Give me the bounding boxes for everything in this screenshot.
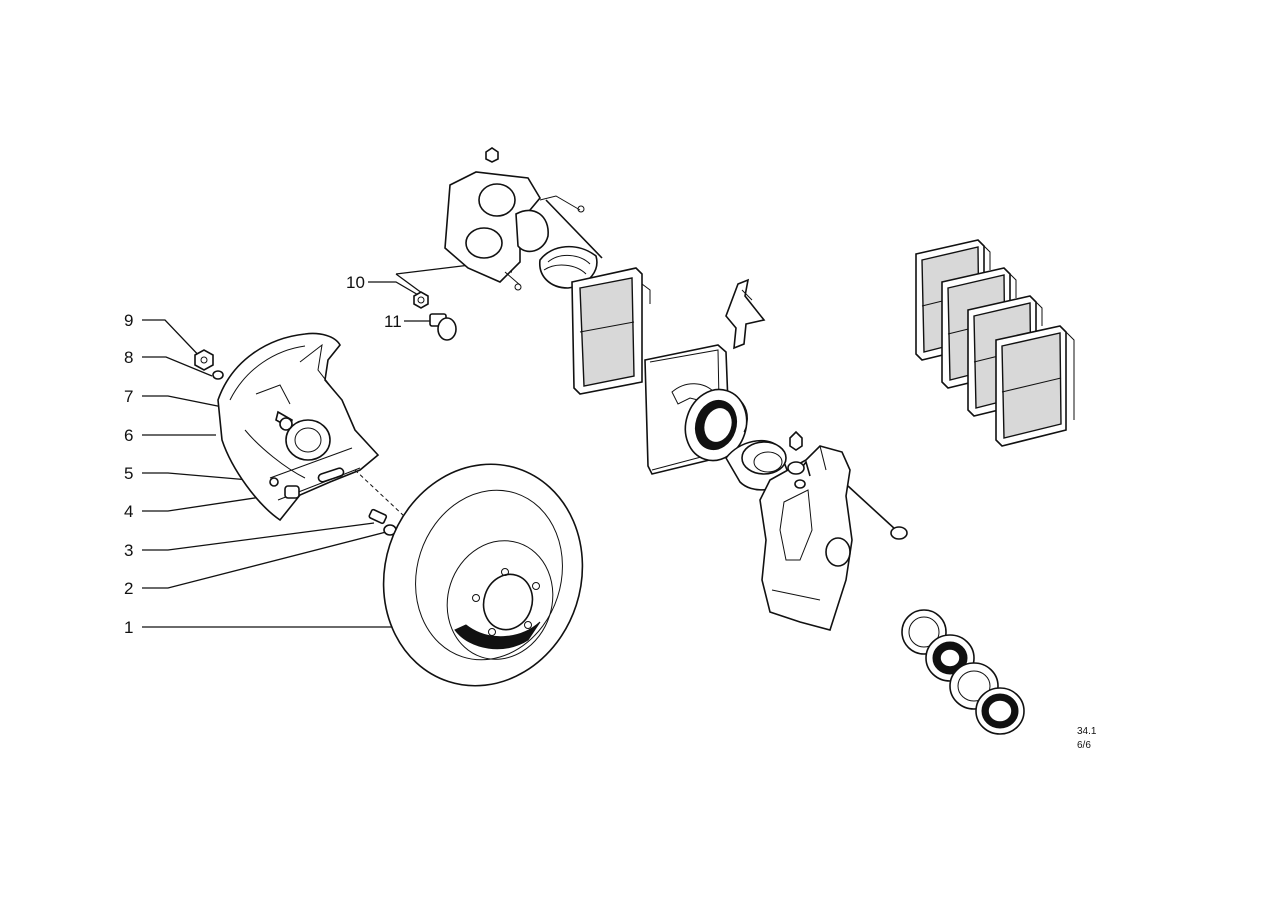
- bleed-nipple: [789, 430, 803, 451]
- callout-1: 1: [124, 618, 133, 637]
- callout-5: 5: [124, 464, 133, 483]
- reference-code: 34.1: [1077, 726, 1097, 737]
- callout-9: 9: [124, 311, 133, 330]
- anti-rattle-spring: [725, 278, 766, 350]
- callout-8: 8: [124, 348, 133, 367]
- leader-9: [142, 319, 206, 363]
- callout-6: 6: [124, 426, 133, 445]
- fasteners-left: [194, 349, 405, 536]
- nut-10: [413, 291, 429, 309]
- callout-7: 7: [124, 387, 133, 406]
- callout-3: 3: [124, 541, 133, 560]
- callout-11: 11: [384, 312, 402, 331]
- nut-9: [194, 349, 214, 371]
- seal-set: [901, 609, 1025, 735]
- leader-4: [142, 492, 289, 512]
- callout-10: 10: [346, 273, 365, 292]
- brake-pad-single: [571, 267, 651, 395]
- reference-sheet: 6/6: [1077, 740, 1091, 751]
- caliper-lower: [759, 430, 908, 631]
- leader-8: [142, 356, 213, 377]
- diagram-reference: 34.1 6/6: [1077, 726, 1097, 751]
- washer-8: [212, 370, 224, 380]
- leader-5: [142, 472, 273, 483]
- fasteners-upper: [413, 291, 457, 341]
- caliper-upper: [444, 147, 603, 291]
- bolt-4: [284, 485, 300, 499]
- callout-labels: 9 8 7 6 5 4 3 2 1 10 11: [124, 273, 402, 637]
- callout-2: 2: [124, 579, 133, 598]
- pad-set-4: [995, 325, 1075, 447]
- brake-pad-set: [915, 239, 1075, 447]
- nut-top: [485, 147, 499, 163]
- callout-4: 4: [124, 502, 133, 521]
- leader-3: [142, 522, 375, 551]
- brake-disc: [382, 463, 584, 687]
- washer-5: [269, 477, 279, 487]
- leader-10: [368, 281, 421, 297]
- bolt-3: [368, 508, 388, 525]
- leader-2: [142, 531, 387, 589]
- dust-shield: [217, 332, 380, 522]
